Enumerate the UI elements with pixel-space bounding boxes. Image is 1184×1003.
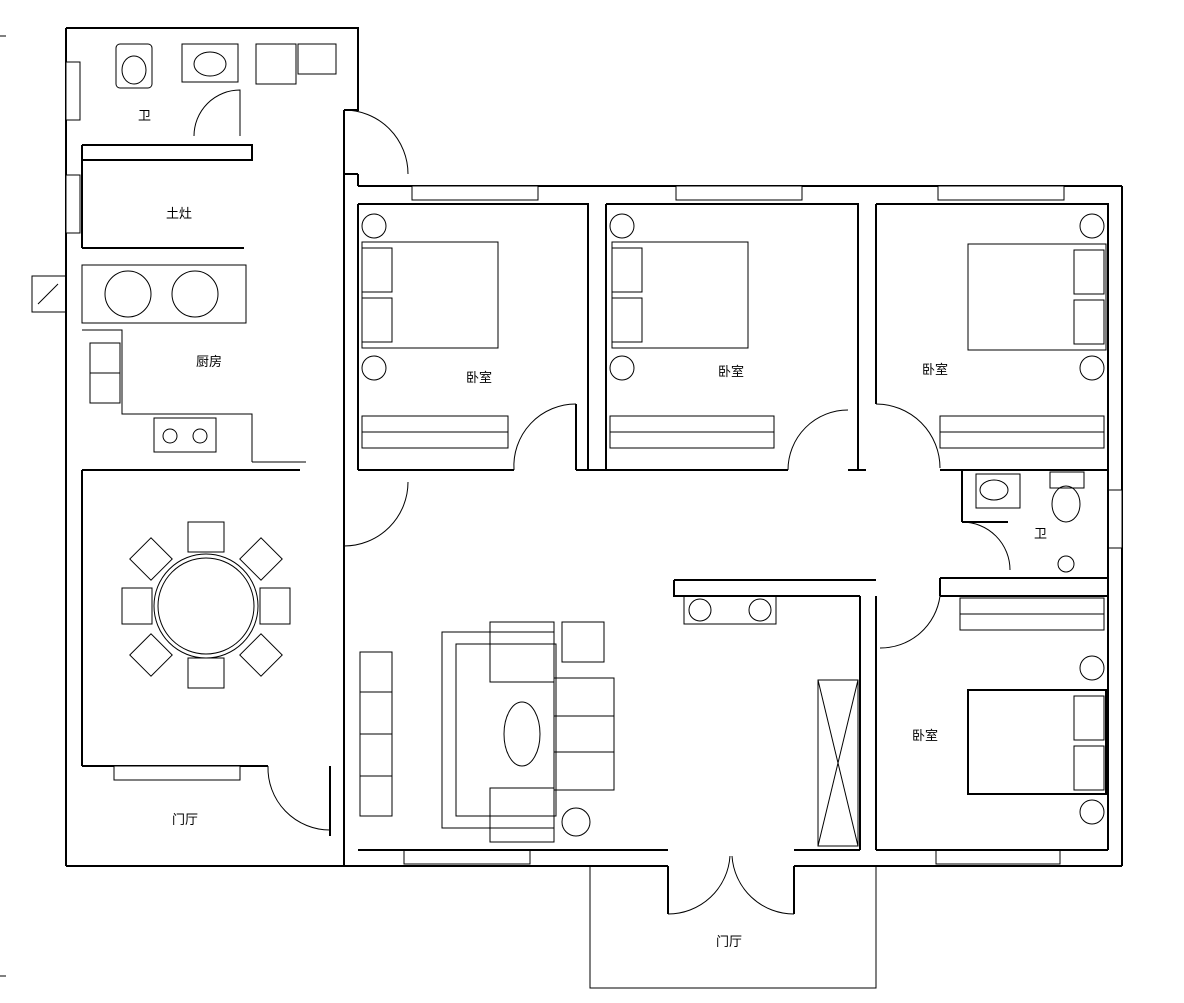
meter-box	[31, 275, 67, 313]
coffee-table-icon	[503, 701, 541, 767]
label-bedroom-3: 卧室	[922, 362, 948, 378]
door-swing-bath-1	[193, 89, 241, 137]
toilet-tank-icon	[1049, 471, 1085, 489]
label-entry-front: 门厅	[716, 935, 742, 950]
kitchen-fixtures	[81, 264, 253, 462]
bath-2-fixtures	[975, 471, 1085, 573]
window-bedroom-2	[675, 185, 803, 201]
counter-icon	[683, 595, 777, 625]
cooktop-icon	[153, 417, 217, 453]
window-bedroom-1	[411, 185, 539, 201]
nightstand-lamp-icon	[1079, 655, 1105, 681]
sink-icon	[975, 473, 1021, 509]
window-dining	[113, 765, 241, 781]
door-swing-bedroom-4	[879, 595, 941, 649]
door-swing-bedroom-3	[875, 403, 941, 469]
door-swing-front-left	[667, 855, 731, 915]
main-house-walls	[343, 110, 1123, 867]
window-storage-left	[65, 174, 81, 234]
sink-icon	[181, 43, 239, 83]
window-bedroom-4	[935, 849, 1061, 865]
armchair-icon	[489, 621, 555, 683]
label-storage: 土灶	[166, 207, 192, 222]
door-swing-bath-2	[961, 521, 1011, 571]
chair-icon-7	[129, 633, 173, 677]
window-bath-2	[1107, 489, 1123, 549]
wok-icon-2	[171, 270, 219, 318]
nightstand-lamp-icon-2	[361, 355, 387, 381]
basin-icon	[297, 43, 337, 75]
plant-icon	[561, 807, 591, 837]
chair-icon-3	[121, 587, 153, 625]
chair-icon-8	[239, 633, 283, 677]
door-swing-dining	[343, 481, 409, 547]
label-bedroom-1: 卧室	[466, 370, 492, 386]
toilet-icon	[115, 43, 153, 89]
round-table-icon	[153, 553, 259, 659]
washer-icon	[255, 43, 297, 85]
wok-icon	[104, 270, 152, 318]
label-bath-1: 卫	[138, 109, 151, 124]
chair-icon-6	[239, 537, 283, 581]
bedroom-4-furniture	[959, 597, 1107, 825]
chair-icon	[187, 521, 225, 553]
chair-icon-5	[129, 537, 173, 581]
nightstand-lamp-icon-2	[1079, 799, 1105, 825]
armchair-icon-2	[489, 787, 555, 843]
label-entry-left: 门厅	[172, 813, 198, 828]
nightstand-lamp-icon	[609, 213, 635, 239]
door-swing-top-left	[343, 109, 409, 175]
nightstand-lamp-icon-2	[609, 355, 635, 381]
partition-cabinet-icon	[817, 679, 859, 847]
door-swing-bedroom-1	[513, 403, 577, 471]
bedroom-3-furniture	[939, 213, 1107, 449]
chair-icon-4	[259, 587, 291, 625]
label-bedroom-2: 卧室	[718, 364, 744, 380]
label-bedroom-4: 卧室	[912, 728, 938, 744]
bedroom-1-furniture	[361, 213, 509, 449]
nightstand-lamp-icon	[361, 213, 387, 239]
door-swing-left-entry	[267, 765, 331, 831]
sofa-icon	[553, 677, 615, 791]
nightstand-lamp-icon	[1079, 213, 1105, 239]
bath-1-fixtures	[115, 43, 337, 137]
bed-icon	[967, 689, 1107, 795]
chair-icon-2	[187, 657, 225, 689]
rug-icon	[441, 631, 555, 829]
left-wing-walls	[31, 27, 359, 867]
shower-drain-icon	[1057, 555, 1075, 573]
bed-icon	[361, 241, 499, 349]
dining-set	[121, 521, 291, 689]
door-swing-front-right	[731, 855, 795, 915]
window-living	[403, 849, 531, 865]
side-table-icon	[561, 621, 605, 663]
door-swing-bedroom-2	[787, 409, 849, 471]
label-kitchen: 厨房	[196, 354, 222, 370]
living-room-furniture	[359, 595, 859, 847]
window-bath-left	[65, 61, 81, 121]
toilet-icon	[1051, 485, 1081, 523]
bed-icon	[967, 243, 1107, 351]
bed-icon	[611, 241, 749, 349]
window-bedroom-3	[937, 185, 1065, 201]
nightstand-lamp-icon-2	[1079, 355, 1105, 381]
label-bath-2: 卫	[1034, 527, 1047, 542]
front-porch-outline	[589, 866, 877, 989]
bedroom-2-furniture	[609, 213, 775, 449]
stove-counter	[81, 264, 247, 324]
